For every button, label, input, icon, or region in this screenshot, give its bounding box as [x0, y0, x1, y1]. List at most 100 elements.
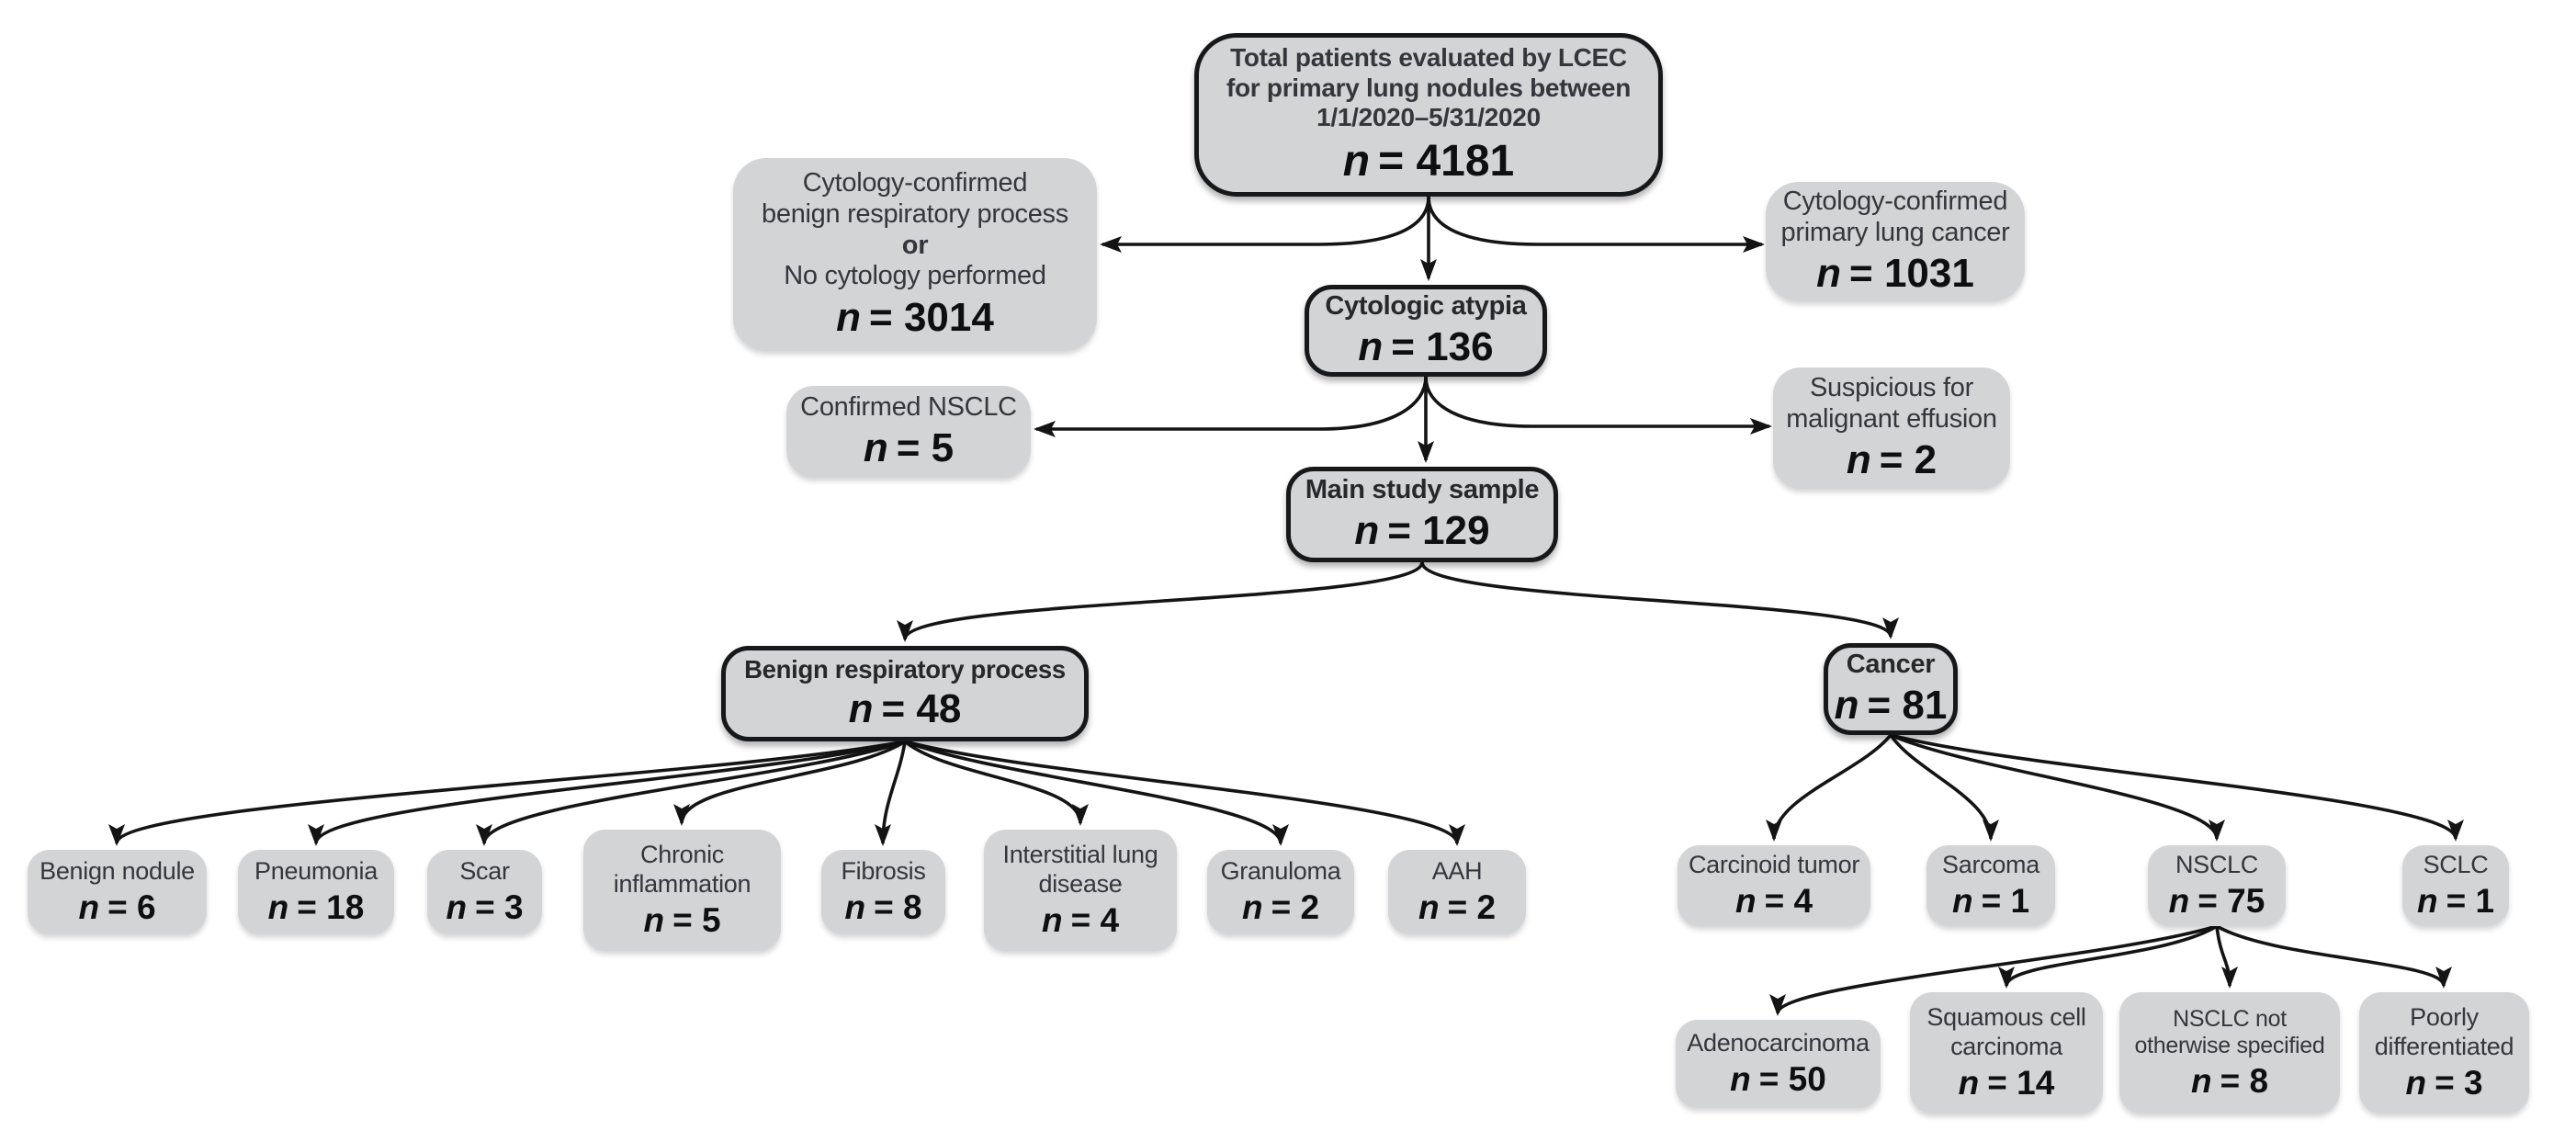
node-pneumonia-label: Pneumonia [254, 856, 378, 885]
node-poorly-differentiated: Poorly differentiated n= 3 [2359, 992, 2529, 1114]
node-sarcoma-count: n= 1 [1952, 882, 2029, 921]
node-sclc-label: SCLC [2423, 850, 2489, 878]
n-symbol: n [844, 888, 866, 927]
n-symbol: n [836, 294, 862, 340]
node-fibrosis: Fibrosis n= 8 [821, 850, 945, 934]
node-no-cytology-label-bottom: No cytology performed [784, 261, 1046, 291]
n-symbol: n [446, 888, 468, 927]
node-adenocarcinoma-label: Adenocarcinoma [1687, 1028, 1870, 1057]
node-aah-count: n= 2 [1418, 888, 1496, 927]
n-symbol: n [1041, 900, 1063, 939]
node-effusion: Suspicious for malignant effusion n= 2 [1773, 367, 2010, 489]
node-carcinoid-tumor-count: n= 4 [1735, 882, 1813, 921]
n-value: = 136 [1391, 324, 1494, 370]
n-symbol: n [1958, 1063, 1980, 1102]
node-total-patients-label: Total patients evaluated by LCEC for pri… [1226, 43, 1631, 132]
node-pneumonia-count: n= 18 [268, 888, 365, 927]
node-adenocarcinoma: Adenocarcinoma n= 50 [1676, 1020, 1881, 1108]
edge-benign-to-aah [904, 740, 1465, 846]
node-interstitial-lung-disease-count: n= 4 [1042, 901, 1119, 940]
node-no-cytology: Cytology-confirmed benign respiratory pr… [733, 158, 1097, 351]
node-fibrosis-count: n= 8 [844, 888, 921, 927]
node-nsclc: NSCLC n= 75 [2148, 845, 2286, 926]
edge-benign-to-ild [903, 740, 1089, 826]
node-carcinoid-tumor-label: Carcinoid tumor [1688, 850, 1860, 878]
n-value: = 1 [1981, 882, 2030, 921]
edge-benign-to-pneumonia [308, 740, 906, 846]
n-value: = 8 [874, 888, 922, 927]
n-value: = 3 [2435, 1063, 2483, 1102]
n-value: = 5 [896, 425, 955, 471]
node-cancer-count: n= 81 [1835, 683, 1948, 729]
node-benign-nodule-count: n= 6 [78, 888, 155, 927]
n-symbol: n [1730, 1060, 1751, 1099]
n-value: = 18 [297, 888, 365, 927]
edge-benign-to-scar [476, 740, 906, 846]
node-cytologic-atypia-label: Cytologic atypia [1325, 290, 1527, 321]
edge-nsclc-to-poorly-diff [2216, 924, 2452, 989]
node-total-patients-count: n= 4181 [1343, 136, 1514, 187]
edge-benign-to-benign-nodule [108, 740, 906, 846]
n-value: = 75 [2198, 882, 2265, 921]
node-main-study-sample: Main study sample n= 129 [1286, 467, 1558, 562]
edge-cancer-to-carcinoid [1766, 733, 1892, 842]
node-sclc: SCLC n= 1 [2402, 845, 2509, 926]
edge-nsclc-to-nsclc-nos [2215, 925, 2238, 989]
n-symbol: n [1241, 888, 1263, 927]
node-confirmed-nsclc: Confirmed NSCLC n= 5 [786, 386, 1031, 478]
n-value: = 2 [1447, 888, 1497, 927]
node-lung-cancer-label: Cytology-confirmed primary lung cancer [1780, 186, 2010, 247]
n-symbol: n [1418, 888, 1440, 927]
edge-cancer-to-sclc [1890, 733, 2464, 842]
edge-nsclc-to-squamous [1998, 924, 2218, 989]
n-value: = 4 [1070, 900, 1120, 939]
node-poorly-differentiated-label: Poorly differentiated [2374, 1003, 2514, 1060]
n-symbol: n [1816, 251, 1842, 297]
node-benign-nodule: Benign nodule n= 6 [28, 850, 207, 934]
edge-benign-to-fibrosis [875, 741, 907, 846]
node-granuloma-count: n= 2 [1242, 888, 1319, 927]
n-symbol: n [1951, 882, 1973, 921]
n-value: = 14 [1987, 1063, 2055, 1102]
node-interstitial-lung-disease: Interstitial lung disease n= 4 [984, 830, 1177, 951]
node-effusion-count: n= 2 [1847, 437, 1937, 483]
n-value: = 2 [1879, 437, 1938, 483]
n-symbol: n [2168, 882, 2190, 921]
n-symbol: n [2405, 1063, 2427, 1102]
edge-main-to-benign-process [897, 561, 1424, 642]
node-no-cytology-count: n= 3014 [836, 295, 994, 341]
node-scar-label: Scar [459, 856, 510, 885]
n-value: = 81 [1867, 683, 1948, 729]
node-cancer: Cancer n= 81 [1824, 643, 1958, 735]
node-main-study-sample-label: Main study sample [1305, 474, 1540, 504]
node-poorly-differentiated-count: n= 3 [2405, 1064, 2482, 1102]
node-fibrosis-label: Fibrosis [841, 856, 926, 885]
n-symbol: n [78, 888, 100, 927]
node-nsclc-count: n= 75 [2169, 882, 2265, 921]
node-no-cytology-label-top: Cytology-confirmed benign respiratory pr… [762, 168, 1068, 229]
n-symbol: n [643, 900, 665, 939]
node-confirmed-nsclc-count: n= 5 [864, 425, 954, 471]
n-symbol: n [1846, 437, 1871, 483]
n-symbol: n [1358, 324, 1384, 370]
n-value: = 6 [107, 888, 156, 927]
n-symbol: n [1354, 508, 1380, 554]
node-aah-label: AAH [1431, 856, 1483, 885]
n-symbol: n [2416, 882, 2438, 921]
node-sarcoma-label: Sarcoma [1942, 850, 2039, 878]
node-total-patients: Total patients evaluated by LCEC for pri… [1194, 33, 1663, 197]
n-value: = 3 [475, 888, 524, 927]
node-benign-nodule-label: Benign nodule [40, 856, 195, 885]
edge-nsclc-to-adenocarcinoma [1769, 924, 2218, 1016]
n-value: = 8 [2220, 1061, 2269, 1100]
n-symbol: n [1734, 882, 1757, 921]
node-adenocarcinoma-count: n= 50 [1730, 1060, 1826, 1099]
node-scar: Scar n= 3 [427, 850, 542, 934]
n-symbol: n [1342, 136, 1371, 186]
node-lung-cancer: Cytology-confirmed primary lung cancer n… [1766, 182, 2025, 301]
node-sarcoma: Sarcoma n= 1 [1926, 845, 2055, 926]
edge-cancer-to-nsclc [1890, 733, 2225, 842]
edge-total-to-no-cytology [1100, 196, 1430, 253]
n-value: = 1031 [1849, 251, 1974, 297]
